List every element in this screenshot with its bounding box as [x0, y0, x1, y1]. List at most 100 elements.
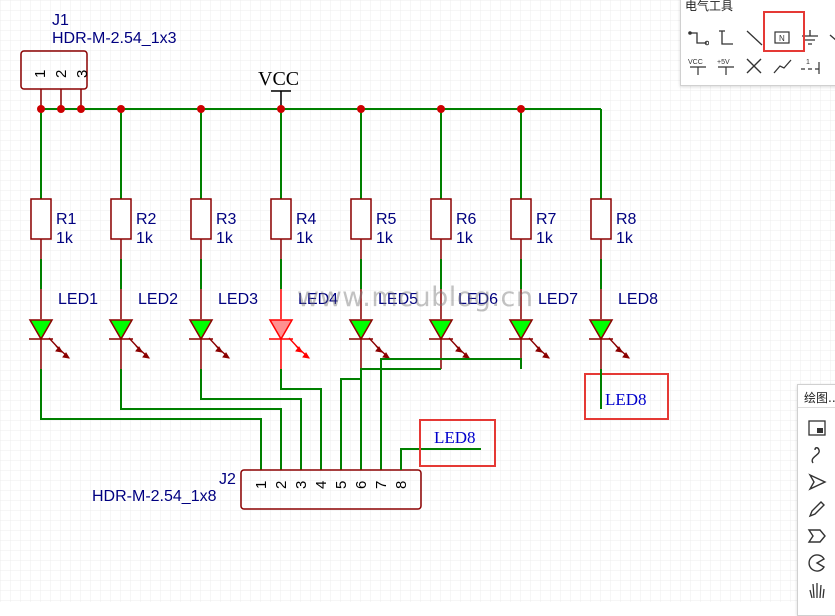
net-label-tool[interactable]: N	[769, 27, 795, 49]
curve-tool[interactable]	[806, 444, 828, 466]
watermark: www.mcublog.cn	[297, 282, 534, 313]
header-j1[interactable]: J1 HDR-M-2.54_1x3 1 2 3	[20, 12, 177, 109]
j1-pin-2: 2	[53, 70, 70, 78]
net-port-tool[interactable]: 1	[797, 55, 823, 77]
svg-text:VCC: VCC	[688, 59, 703, 66]
led-6[interactable]: LED6	[428, 289, 498, 369]
net-label-led8-input[interactable]: LED8	[419, 419, 496, 467]
pencil-tool[interactable]	[806, 498, 828, 520]
hand-icon	[809, 583, 825, 599]
bus-entry-icon	[746, 30, 763, 46]
wire-led7-j2[interactable]	[380, 358, 522, 470]
j2-pin-3: 3	[293, 481, 310, 489]
svg-text:N: N	[779, 34, 785, 43]
led-ref: LED6	[458, 291, 498, 308]
wire-tool[interactable]	[685, 27, 711, 49]
junction-dot	[277, 105, 285, 113]
led-ref: LED2	[138, 291, 178, 308]
polygon-tool[interactable]	[806, 525, 828, 547]
junction-dot	[117, 105, 125, 113]
frame-icon	[808, 420, 826, 436]
frame-tool[interactable]	[806, 417, 828, 439]
led-5[interactable]: LED5	[348, 289, 418, 369]
wire-led1-j2[interactable]	[40, 369, 262, 470]
resistor-value: 1k	[536, 230, 554, 247]
j1-footprint: HDR-M-2.54_1x3	[52, 30, 177, 47]
resistor-ref: R2	[136, 211, 157, 228]
j2-pin-7: 7	[373, 481, 390, 489]
net-label-led8-text-2: LED8	[434, 428, 476, 447]
junction-dot	[357, 105, 365, 113]
resistor-value: 1k	[136, 230, 154, 247]
ground-tool[interactable]	[797, 27, 823, 49]
wire-led6-j2[interactable]	[360, 368, 441, 470]
no-connect-tool[interactable]	[741, 55, 767, 77]
led-7[interactable]: LED7	[508, 289, 578, 369]
arrow-tool[interactable]	[806, 471, 828, 493]
net-port-icon: 1	[801, 59, 820, 74]
net-flag-tool[interactable]	[825, 27, 835, 49]
j2-pin-2: 2	[273, 481, 290, 489]
led-3[interactable]: LED3	[188, 289, 258, 369]
net-label-tool-highlight	[763, 11, 805, 52]
svg-text:1: 1	[806, 59, 810, 66]
resistor-value: 1k	[56, 230, 74, 247]
wire-led3-j2[interactable]	[200, 369, 302, 470]
pie-tool[interactable]	[806, 552, 828, 574]
j2-pin-1: 1	[253, 481, 270, 489]
bus-entry-tool[interactable]	[741, 27, 767, 49]
probe-tool[interactable]	[769, 55, 795, 77]
led-channels: R11kLED1R21kLED2R31kLED3R41kLED4R51kLED5…	[28, 105, 658, 470]
bus-tool[interactable]	[713, 27, 739, 49]
resistor-value: 1k	[216, 230, 234, 247]
wire-j2-pin8-net[interactable]	[400, 448, 481, 470]
led-ref: LED3	[218, 291, 258, 308]
electrical-tools-title: 电气工具	[685, 0, 734, 13]
junction-dot	[437, 105, 445, 113]
led-2[interactable]: LED2	[108, 289, 178, 369]
junction-dot	[37, 105, 45, 113]
resistor-ref: R8	[616, 211, 637, 228]
wire-led2-j2[interactable]	[120, 369, 282, 470]
led-4[interactable]: LED4	[268, 289, 338, 369]
j2-pin-4: 4	[313, 481, 330, 489]
wire-led4-j2[interactable]	[280, 369, 322, 470]
schematic-canvas[interactable]: J1 HDR-M-2.54_1x3 1 2 3 VCC R11kLED1R21k…	[0, 0, 835, 602]
vcc-tool[interactable]: VCC	[685, 55, 711, 77]
junction-dot	[517, 105, 525, 113]
electrical-tools-panel: 电气工具 N VCC +5V 1	[680, 0, 835, 86]
led-8[interactable]: LED8	[588, 289, 658, 369]
led-1[interactable]: LED1	[28, 289, 98, 369]
resistor-ref: R6	[456, 211, 477, 228]
net-flag-icon	[829, 34, 835, 41]
vcc-label: VCC	[258, 68, 299, 90]
probe-icon	[773, 59, 792, 74]
plus5v-tool[interactable]: +5V	[713, 55, 739, 77]
vcc-power-symbol[interactable]: VCC	[258, 68, 299, 109]
curve-icon	[811, 447, 820, 464]
led-ref: LED5	[378, 291, 418, 308]
resistor-ref: R1	[56, 211, 77, 228]
no-connect-icon	[746, 58, 762, 74]
j1-pin-3: 3	[74, 70, 91, 78]
led-ref: LED1	[58, 291, 98, 308]
pencil-icon	[808, 501, 825, 518]
net-label-led8-output[interactable]: LED8	[584, 369, 669, 420]
j2-pin-5: 5	[333, 481, 350, 489]
hand-tool[interactable]	[806, 579, 828, 601]
